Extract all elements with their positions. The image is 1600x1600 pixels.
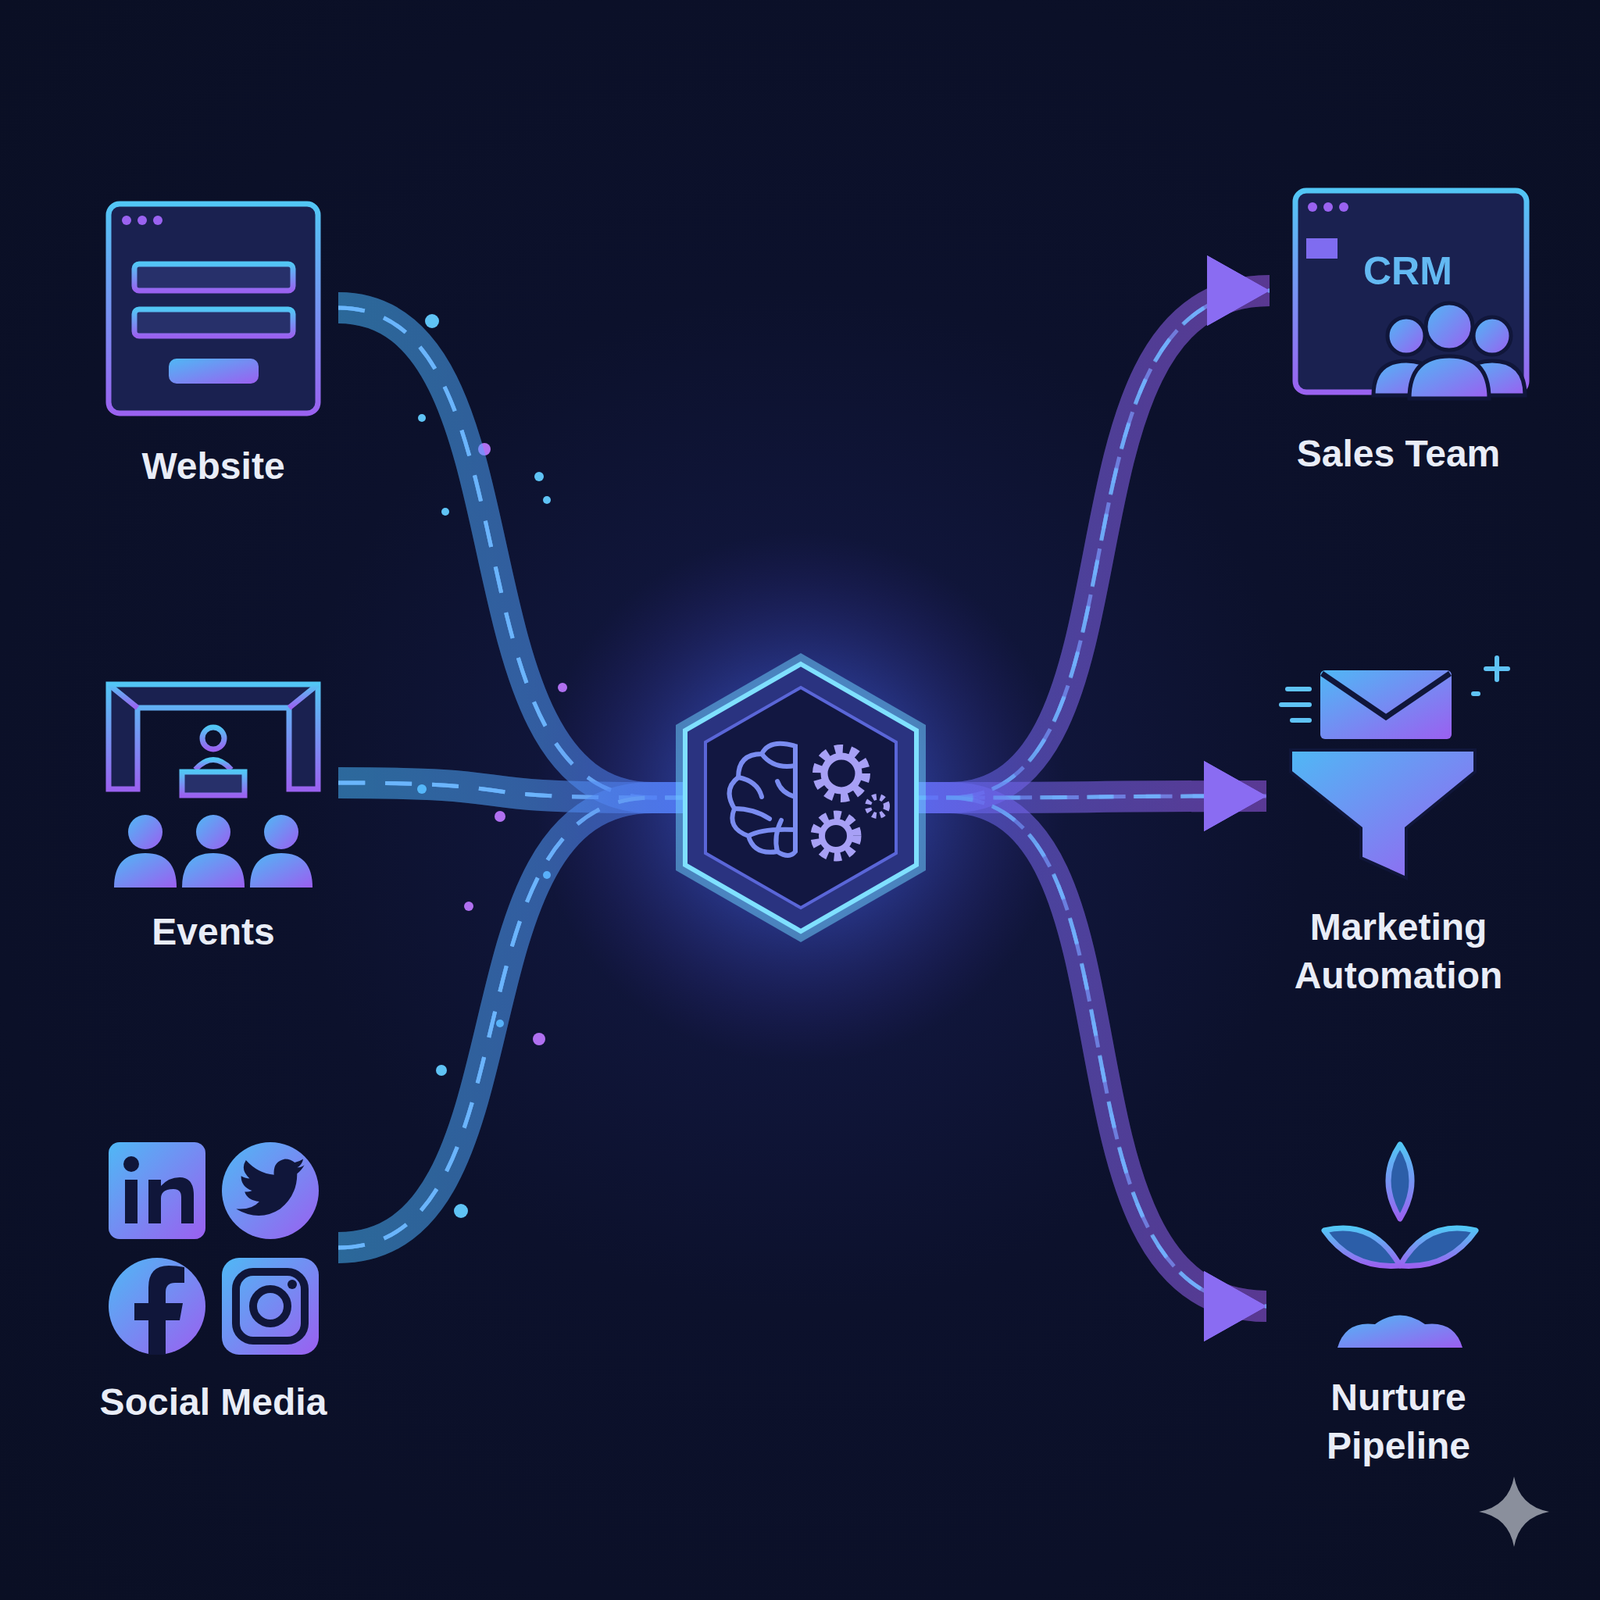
events-icon: [108, 684, 318, 888]
destination-node: Marketing Automation: [1266, 654, 1531, 1000]
node-label: Social Media: [100, 1378, 328, 1427]
crm-icon: [1295, 190, 1527, 399]
hub-hexagon: [675, 653, 926, 943]
destination-node: Sales Team: [1269, 181, 1528, 479]
node-label: Sales Team: [1296, 429, 1501, 479]
destination-node: Nurture Pipeline: [1266, 1134, 1531, 1471]
hub-glow: [535, 532, 1067, 1064]
node-label: Website: [141, 442, 285, 491]
source-node: Website: [88, 195, 339, 491]
node-label: Events: [151, 907, 275, 957]
website-icon: [108, 203, 318, 414]
plant-icon: [1312, 1144, 1493, 1349]
marketing-icon: [1281, 657, 1508, 879]
node-label: Marketing Automation: [1266, 903, 1531, 1000]
node-label: Nurture Pipeline: [1266, 1373, 1531, 1471]
source-node: Social Media: [88, 1134, 339, 1427]
crm-label: CRM: [1363, 248, 1453, 294]
watermark-star: [1478, 1476, 1550, 1547]
social-icons: [108, 1142, 319, 1355]
source-node: Events: [88, 673, 339, 957]
